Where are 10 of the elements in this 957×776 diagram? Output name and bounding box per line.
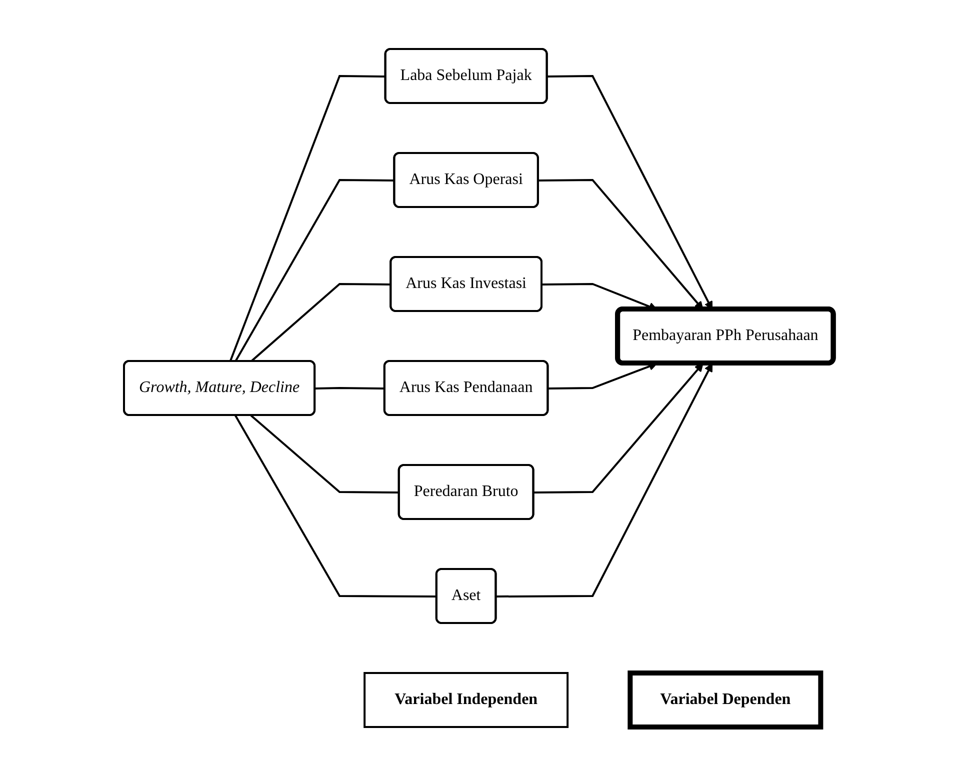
connector (250, 414, 400, 494)
node-box: Variabel Independen (363, 672, 568, 728)
node-box: Variabel Dependen (628, 670, 824, 730)
connector (314, 387, 385, 390)
connector (229, 75, 386, 362)
connector (234, 415, 437, 598)
connector (234, 179, 395, 362)
arrow (534, 363, 704, 494)
arrow (496, 363, 712, 598)
connector (250, 283, 391, 362)
